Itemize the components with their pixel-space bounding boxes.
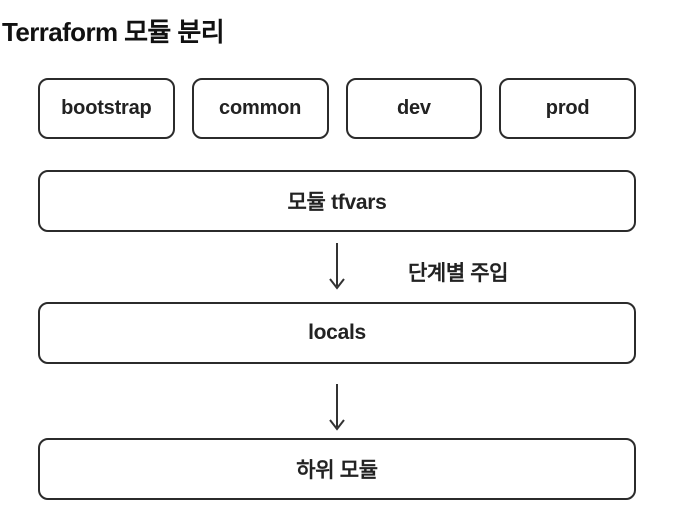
node-submodule: 하위 모듈	[38, 438, 636, 500]
node-module-tfvars: 모듈 tfvars	[38, 170, 636, 232]
node-locals: locals	[38, 302, 636, 364]
page-title: Terraform 모듈 분리	[2, 17, 225, 47]
down-arrow-icon	[326, 241, 348, 291]
arrow-annotation: 단계별 주입	[408, 262, 509, 285]
node-dev: dev	[345, 78, 483, 139]
environment-row: bootstrap common dev prod	[38, 78, 636, 139]
node-common: common	[191, 78, 329, 139]
node-bootstrap: bootstrap	[38, 78, 175, 139]
down-arrow-icon	[326, 382, 348, 432]
node-prod: prod	[499, 78, 636, 139]
